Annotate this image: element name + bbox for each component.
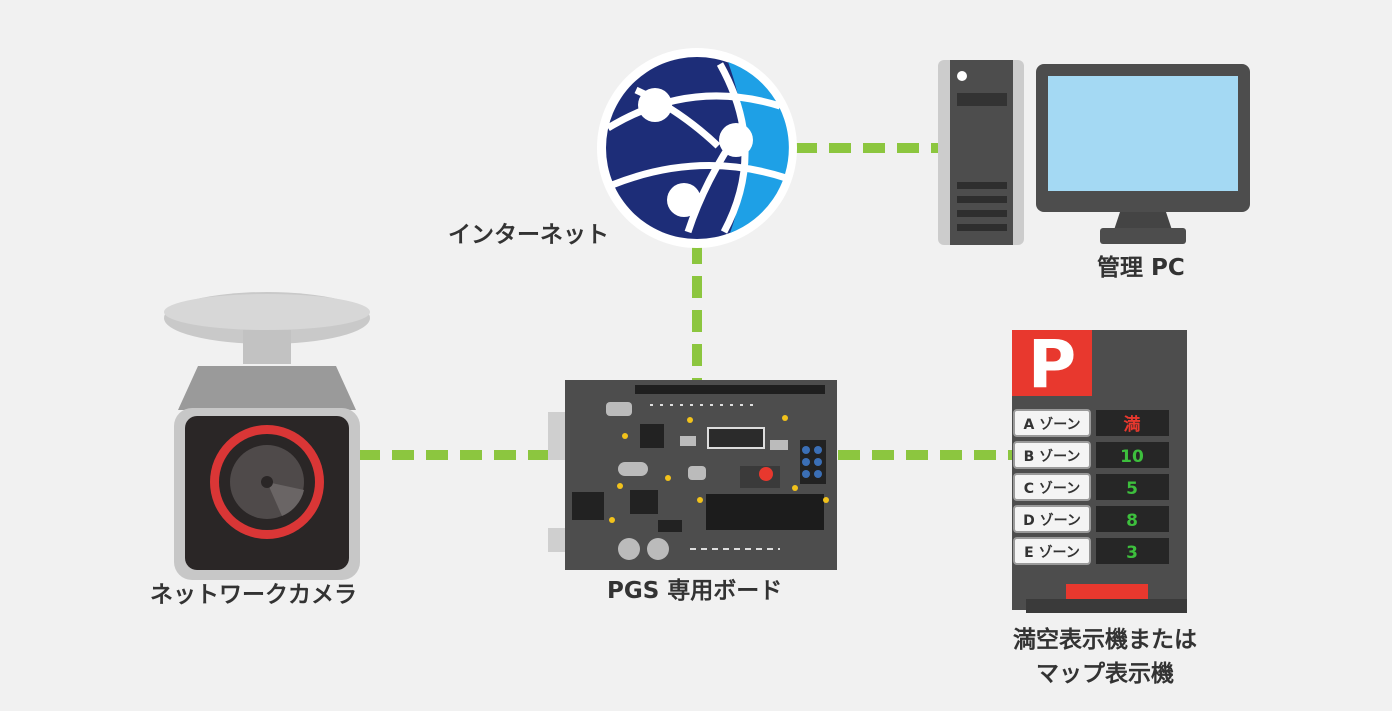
zone-row: D ゾーン 8	[1013, 505, 1169, 533]
zone-value: 8	[1126, 511, 1138, 531]
zone-name-box	[1013, 473, 1091, 501]
display-label-line2: マップ表示機	[1036, 661, 1174, 687]
parking-sign-letter: P	[1028, 326, 1076, 403]
zone-row: A ゾーン 満	[1013, 409, 1169, 437]
network-camera-icon	[164, 292, 370, 580]
zone-name: A ゾーン	[1023, 416, 1080, 433]
admin-pc-label: 管理 PC	[1097, 255, 1185, 281]
zone-value-box	[1096, 538, 1169, 564]
zone-value: 10	[1120, 447, 1144, 467]
zone-value: 満	[1124, 414, 1141, 435]
zone-name-box	[1013, 537, 1091, 565]
circuit-board-icon	[548, 380, 837, 570]
zone-row: E ゾーン 3	[1013, 537, 1169, 565]
zone-name-box	[1013, 409, 1091, 437]
zone-value-box	[1096, 474, 1169, 500]
zone-value-box	[1096, 506, 1169, 532]
connection-lines	[358, 143, 1012, 460]
camera-label: ネットワークカメラ	[150, 582, 357, 608]
zone-name-box	[1013, 505, 1091, 533]
desktop-computer-icon	[938, 60, 1250, 245]
globe-network-icon	[597, 48, 797, 248]
zone-row: C ゾーン 5	[1013, 473, 1169, 501]
zone-rows: A ゾーン 満 B ゾーン 10 C ゾーン 5 D ゾーン 8 E ゾーン 3	[1013, 409, 1169, 565]
zone-name: B ゾーン	[1024, 448, 1081, 465]
zone-row: B ゾーン 10	[1013, 441, 1169, 469]
zone-name-box	[1013, 441, 1091, 469]
board-label: PGS 専用ボード	[607, 578, 783, 604]
zone-value-box	[1096, 410, 1169, 436]
display-label-line1: 満空表示機または	[1013, 627, 1197, 653]
zone-name: E ゾーン	[1024, 544, 1080, 561]
zone-name: D ゾーン	[1023, 512, 1081, 529]
internet-label: インターネット	[448, 222, 609, 248]
zone-name: C ゾーン	[1024, 480, 1080, 497]
zone-value: 5	[1126, 479, 1138, 499]
zone-value-box	[1096, 442, 1169, 468]
zone-value: 3	[1126, 543, 1138, 563]
